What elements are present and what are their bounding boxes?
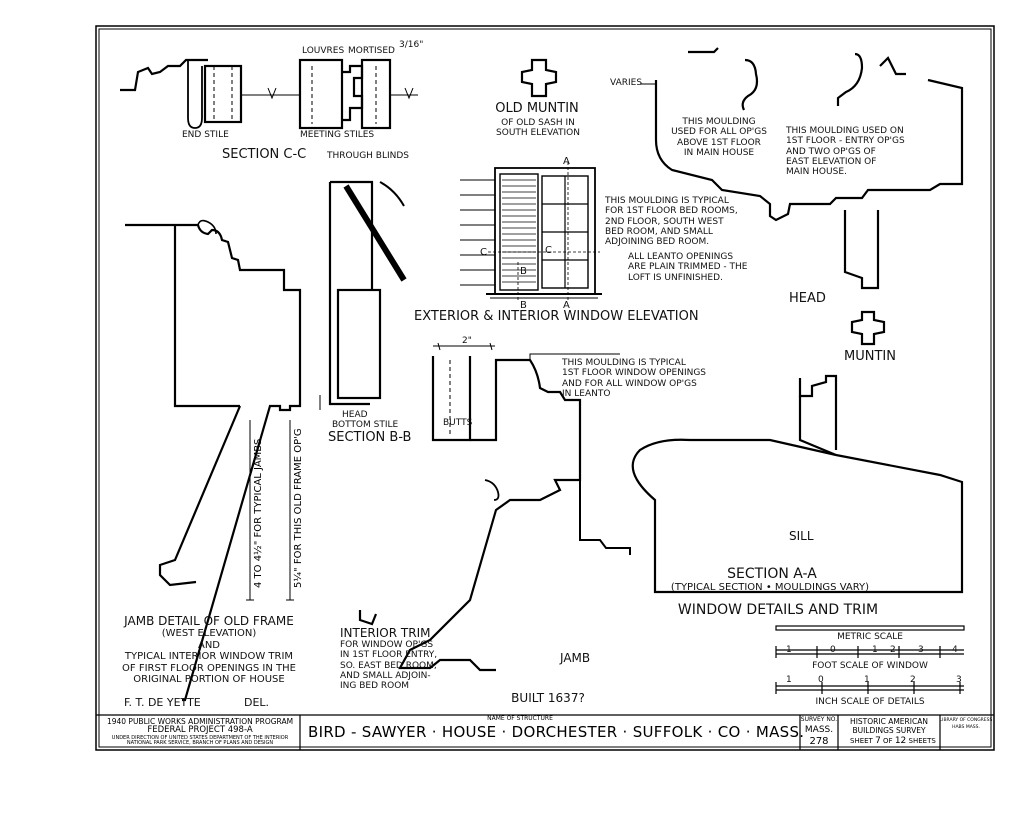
mark-c-left: C — [480, 247, 487, 258]
sheet-number: 7 — [875, 736, 881, 746]
mortised-dimension: 3/16" — [399, 40, 424, 50]
dimension-typical-jambs: 4 TO 4½" FOR TYPICAL JAMBS — [253, 438, 264, 588]
direction-text-1: UNDER DIRECTION OF UNITED STATES DEPARTM… — [111, 734, 289, 741]
mark-b-top: B — [520, 266, 527, 277]
structure-name: BIRD - SAWYER · HOUSE · DORCHESTER · SUF… — [308, 723, 805, 741]
sheet-info: SHEET 7 OF 12 SHEETS — [850, 736, 936, 747]
name-of-structure-label: NAME OF STRUCTURE — [487, 715, 553, 722]
mark-b-bottom: B — [520, 300, 527, 311]
jamb-old-frame-notes: (WEST ELEVATION)AND TYPICAL INTERIOR WIN… — [122, 628, 296, 685]
dimension-old-frame: 5¼" FOR THIS OLD FRAME OP'G — [293, 428, 304, 588]
varies-label: VARIES — [610, 78, 643, 88]
program-text: 1940 PUBLIC WORKS ADMINISTRATION PROGRAM — [106, 717, 294, 726]
louvres-label: LOUVRES — [302, 46, 345, 56]
end-stile-label: END STILE — [182, 130, 229, 140]
mark-a-top: A — [563, 156, 570, 167]
inch-tick-1: 1 — [786, 675, 792, 685]
inch-tick-4: 2 — [910, 675, 916, 685]
section-bb-bottom-stile-label: BOTTOM STILE — [332, 420, 399, 430]
del-label: DEL. — [244, 696, 270, 709]
sheet-total: 12 — [894, 736, 907, 746]
draftsman-name: F. T. DE YETTE — [124, 696, 201, 709]
sheets-label: SHEETS — [908, 737, 936, 745]
inner-border — [98, 28, 992, 748]
sill-drawing — [631, 374, 964, 594]
sill-label: SILL — [789, 529, 814, 543]
jamb-label: JAMB — [560, 651, 591, 665]
survey-no-label: SURVEY NO. — [800, 716, 838, 723]
jamb-old-frame-drawing — [125, 219, 321, 702]
section-aa-subtitle: (TYPICAL SECTION • MOULDINGS VARY) — [670, 582, 870, 593]
inch-tick-2: 0 — [818, 675, 824, 685]
built-date: BUILT 1637? — [511, 691, 585, 705]
window-elevation-title: EXTERIOR & INTERIOR WINDOW ELEVATION — [414, 309, 699, 324]
sheet-subject-title: WINDOW DETAILS AND TRIM — [677, 602, 879, 618]
metric-tick-3: 1 — [872, 645, 878, 655]
jamb-dimension-top: 2" — [462, 336, 472, 346]
butts-label: BUTTS — [443, 418, 473, 428]
mortised-label: MORTISED — [348, 46, 395, 56]
library-line-2: HABS MASS. — [952, 725, 980, 730]
outer-border — [95, 25, 995, 751]
direction-text-2: NATIONAL PARK SERVICE, BRANCH OF PLANS A… — [126, 740, 274, 747]
sheet-label: SHEET — [850, 737, 873, 745]
section-aa-title: SECTION A-A — [727, 566, 817, 582]
inch-scale-title: INCH SCALE OF DETAILS — [815, 697, 925, 707]
mark-c-right: C — [545, 245, 552, 256]
metric-tick-1: 1 — [786, 645, 792, 655]
window-elevation-drawing — [460, 162, 602, 300]
metric-tick-4: 2 — [890, 645, 896, 655]
library-line-1: LIBRARY OF CONGRESS — [939, 718, 993, 723]
title-block-lines — [96, 714, 994, 750]
interior-trim-title: INTERIOR TRIM — [340, 626, 431, 640]
section-bb-head-label: HEAD — [342, 410, 368, 420]
inch-tick-3: 1 — [864, 675, 870, 685]
jamb-old-frame-title: JAMB DETAIL OF OLD FRAME — [124, 614, 294, 628]
section-bb-title: SECTION B-B — [328, 430, 412, 445]
section-bb-drawing — [328, 180, 407, 406]
of-label: OF — [883, 737, 893, 745]
project-text: FEDERAL PROJECT 498-A — [147, 725, 253, 736]
mark-a-bottom: A — [563, 300, 570, 311]
muntin-label: MUNTIN — [844, 349, 896, 364]
section-cc-drawing — [120, 58, 418, 130]
title-block-program: 1940 PUBLIC WORKS ADMINISTRATION PROGRAM… — [104, 717, 296, 747]
meeting-stiles-label: MEETING STILES — [300, 130, 375, 140]
old-muntin-drawing — [520, 58, 558, 98]
survey-state: MASS. — [804, 725, 834, 735]
metric-scale-title: METRIC SCALE — [837, 632, 903, 642]
head-label: HEAD — [789, 291, 826, 306]
foot-scale-title: FOOT SCALE OF WINDOW — [812, 661, 928, 671]
jamb-drawing — [358, 342, 631, 672]
metric-tick-2: 0 — [830, 645, 836, 655]
section-cc-subtitle: THROUGH BLINDS — [327, 151, 410, 161]
head-drawing — [640, 47, 964, 290]
head-muntin-drawing — [850, 310, 886, 346]
survey-number: 278 — [809, 736, 829, 747]
inch-tick-5: 3 — [956, 675, 962, 685]
metric-tick-5: 3 — [918, 645, 924, 655]
section-cc-title: SECTION C-C — [222, 147, 307, 162]
old-muntin-title: OLD MUNTIN — [495, 101, 579, 116]
scale-bars — [775, 625, 965, 694]
habs-line-1: HISTORIC AMERICAN — [850, 717, 928, 726]
metric-tick-6: 4 — [952, 645, 958, 655]
habs-line-2: BUILDINGS SURVEY — [852, 726, 926, 735]
